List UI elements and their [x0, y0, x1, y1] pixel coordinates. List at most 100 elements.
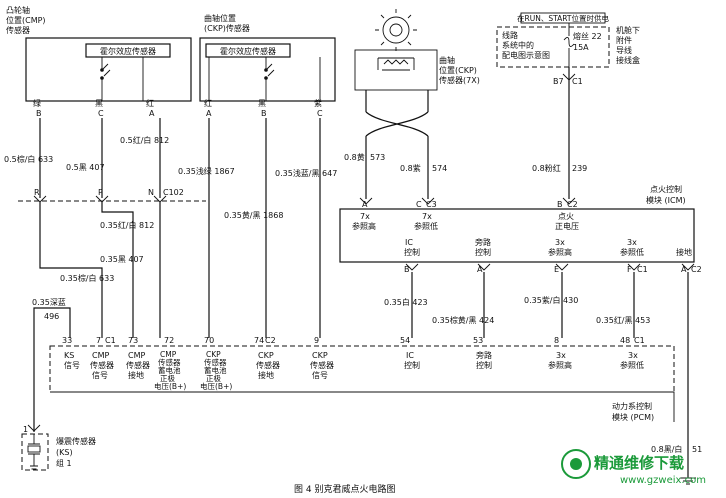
fuse-icon — [563, 37, 575, 47]
icm-top-l1-a: 7x — [360, 212, 370, 221]
wire-239-num: 239 — [572, 164, 587, 173]
wire-573-color: 0.8黄 — [344, 152, 365, 162]
icm-bot-pin-f: F — [627, 265, 632, 274]
icm-bot-pin-e: E — [554, 265, 559, 274]
pcm-label-72-1: CMP — [160, 350, 177, 359]
wire-551-color: 0.8黑/白 — [651, 444, 682, 454]
wire-1868: 0.35黄/黑 1868 — [224, 210, 283, 220]
fuse-line-3: 配电图示意图 — [502, 50, 550, 60]
pcm-label-33-2: 信号 — [64, 360, 80, 370]
pcm-label-9-1: CKP — [312, 351, 328, 360]
pcm-label-70-4: 正极 — [206, 373, 221, 383]
icm-bot-l2-bypass: 控制 — [475, 247, 491, 257]
watermark-url: www.gzweix.com — [620, 475, 706, 486]
icm-bot-l2-ic: 控制 — [404, 247, 420, 257]
pcm-title-2: 模块 (PCM) — [612, 412, 654, 422]
icm-top-l1-c: 7x — [422, 212, 432, 221]
ground-icon — [680, 477, 696, 485]
wire-1867: 0.35浅绿 1867 — [178, 166, 235, 176]
cmp-pin-c: C — [98, 109, 104, 118]
icm-top-l2-c: 参照低 — [414, 221, 438, 231]
wire-496-color: 0.35深蓝 — [32, 297, 66, 307]
pcm-label-72-5: 电压(B+) — [154, 381, 186, 391]
ckp1-pin-a-color: 红 — [204, 98, 212, 108]
ckp1-title-1: 曲轴位置 — [204, 13, 236, 23]
watermark-brand: 精通维修下载 — [594, 454, 684, 472]
pcm-label-48-2: 参照低 — [620, 360, 644, 370]
icm-bot-l2-3xl: 参照低 — [620, 247, 644, 257]
pcm-pin-7: 7 — [96, 336, 101, 345]
fuse-pin: B7 — [553, 77, 564, 86]
icm-bot-pin-a: A — [477, 265, 483, 274]
icm-pcm-wires: 0.35白 423 0.35棕黄/黑 424 0.35紫/白 430 0.35红… — [384, 272, 702, 478]
fuse-right-1: 机舱下 — [616, 25, 640, 35]
pcm-pin-9: 9 — [314, 336, 319, 345]
cmp-switch-symbol — [101, 57, 111, 101]
ckp2-title-1: 曲轴 — [439, 55, 455, 65]
ks-label-3: 组 1 — [56, 458, 72, 468]
fuse-right-4: 接线盒 — [616, 55, 640, 65]
icm-bot-l1-gnd: 接地 — [676, 247, 692, 257]
fuse-block: 在RUN、START位置时供电 线路 系统中的 配电图示意图 熔丝 22 15A… — [496, 12, 640, 199]
fuse-right-2: 附件 — [616, 35, 632, 45]
pcm-label-7-3: 信号 — [92, 370, 108, 380]
knock-sensor-icon — [28, 434, 40, 470]
wire-633-top: 0.5棕/白 633 — [4, 154, 53, 164]
fuse-header: 在RUN、START位置时供电 — [517, 13, 609, 23]
pcm-label-73-3: 接地 — [128, 370, 144, 380]
wire-407-mid: 0.35黑 407 — [100, 255, 144, 264]
icm-module: 点火控制 模块 (ICM) A C C3 B C2 7x 参照高 7x 参照低 … — [339, 184, 702, 274]
pcm-label-72-2: 传感器 — [158, 357, 181, 367]
pcm-box — [49, 345, 675, 393]
pcm-pin-70: 70 — [204, 336, 214, 345]
ckp1-hall-label: 霍尔效应传感器 — [220, 46, 276, 56]
icm-bot-conn-c2: C2 — [691, 265, 702, 274]
pcm-pin-8: 8 — [554, 336, 559, 345]
wire-407-top: 0.5黑 407 — [66, 163, 105, 172]
icm-top-l2-a: 参照高 — [352, 221, 376, 231]
pcm-pin-54: 54 — [400, 336, 410, 345]
pcm-label-72-3: 蓄电池 — [158, 365, 181, 375]
wire-633-mid: 0.35棕/白 633 — [60, 273, 114, 283]
pcm-label-54-2: 控制 — [404, 360, 420, 370]
figure-caption: 图 4 别克君威点火电路图 — [294, 483, 395, 495]
pcm-pin-72: 72 — [164, 336, 174, 345]
pcm-pin-7-conn: C1 — [105, 336, 116, 345]
pcm-label-7-2: 传感器 — [90, 360, 114, 370]
fuse-box-outline — [496, 26, 610, 68]
gear-logo-icon — [561, 449, 591, 479]
ckp1-pin-c-color: 紫 — [314, 99, 322, 108]
pcm-label-53-1: 旁路 — [476, 350, 492, 360]
reluctor-gear-icon — [375, 9, 417, 51]
icm-title-2: 模块 (ICM) — [646, 195, 686, 205]
pcm-pin-74: 74 — [254, 336, 264, 345]
ckp1-pin-a: A — [206, 109, 212, 118]
pcm-label-70-3: 蓄电池 — [204, 365, 227, 375]
fuse-name: 熔丝 22 — [573, 31, 602, 41]
pcm-label-7-1: CMP — [92, 351, 109, 360]
icm-bot-pin-b: B — [404, 265, 410, 274]
wire-574-color: 0.8紫 — [400, 164, 421, 173]
pcm-label-8-1: 3x — [556, 351, 566, 360]
fuse-line-1: 线路 — [502, 30, 518, 40]
wire-239-color: 0.8粉红 — [532, 163, 561, 173]
icm-top-pin-c: C — [416, 200, 422, 209]
pcm-label-70-5: 电压(B+) — [200, 381, 232, 391]
c102-pin-p: P — [98, 188, 103, 197]
wire-812-mid: 0.35红/白 812 — [100, 220, 154, 230]
pcm-label-70-2: 传感器 — [204, 357, 227, 367]
pcm-label-73-1: CMP — [128, 351, 145, 360]
cmp-title-2: 位置(CMP) — [6, 15, 46, 25]
icm-bot-pin-a2: A — [681, 265, 687, 274]
ckp-sensor-7x: 曲轴 位置(CKP) 传感器(7X) — [354, 9, 480, 199]
ckp1-wires: 0.35浅绿 1867 0.35浅蓝/黑 647 0.35黄/黑 1868 — [178, 118, 337, 338]
pcm-pin-48-conn: C1 — [634, 336, 645, 345]
knock-sensor: 1 爆震传感器 (KS) 组 1 — [21, 424, 96, 471]
pcm-label-9-2: 传感器 — [310, 360, 334, 370]
icm-bot-l1-ic: IC — [405, 238, 413, 247]
pcm-label-9-3: 信号 — [312, 370, 328, 380]
pcm-label-73-2: 传感器 — [126, 360, 150, 370]
icm-top-conn-c3: C3 — [426, 200, 437, 209]
cmp-pin-a: A — [149, 109, 155, 118]
